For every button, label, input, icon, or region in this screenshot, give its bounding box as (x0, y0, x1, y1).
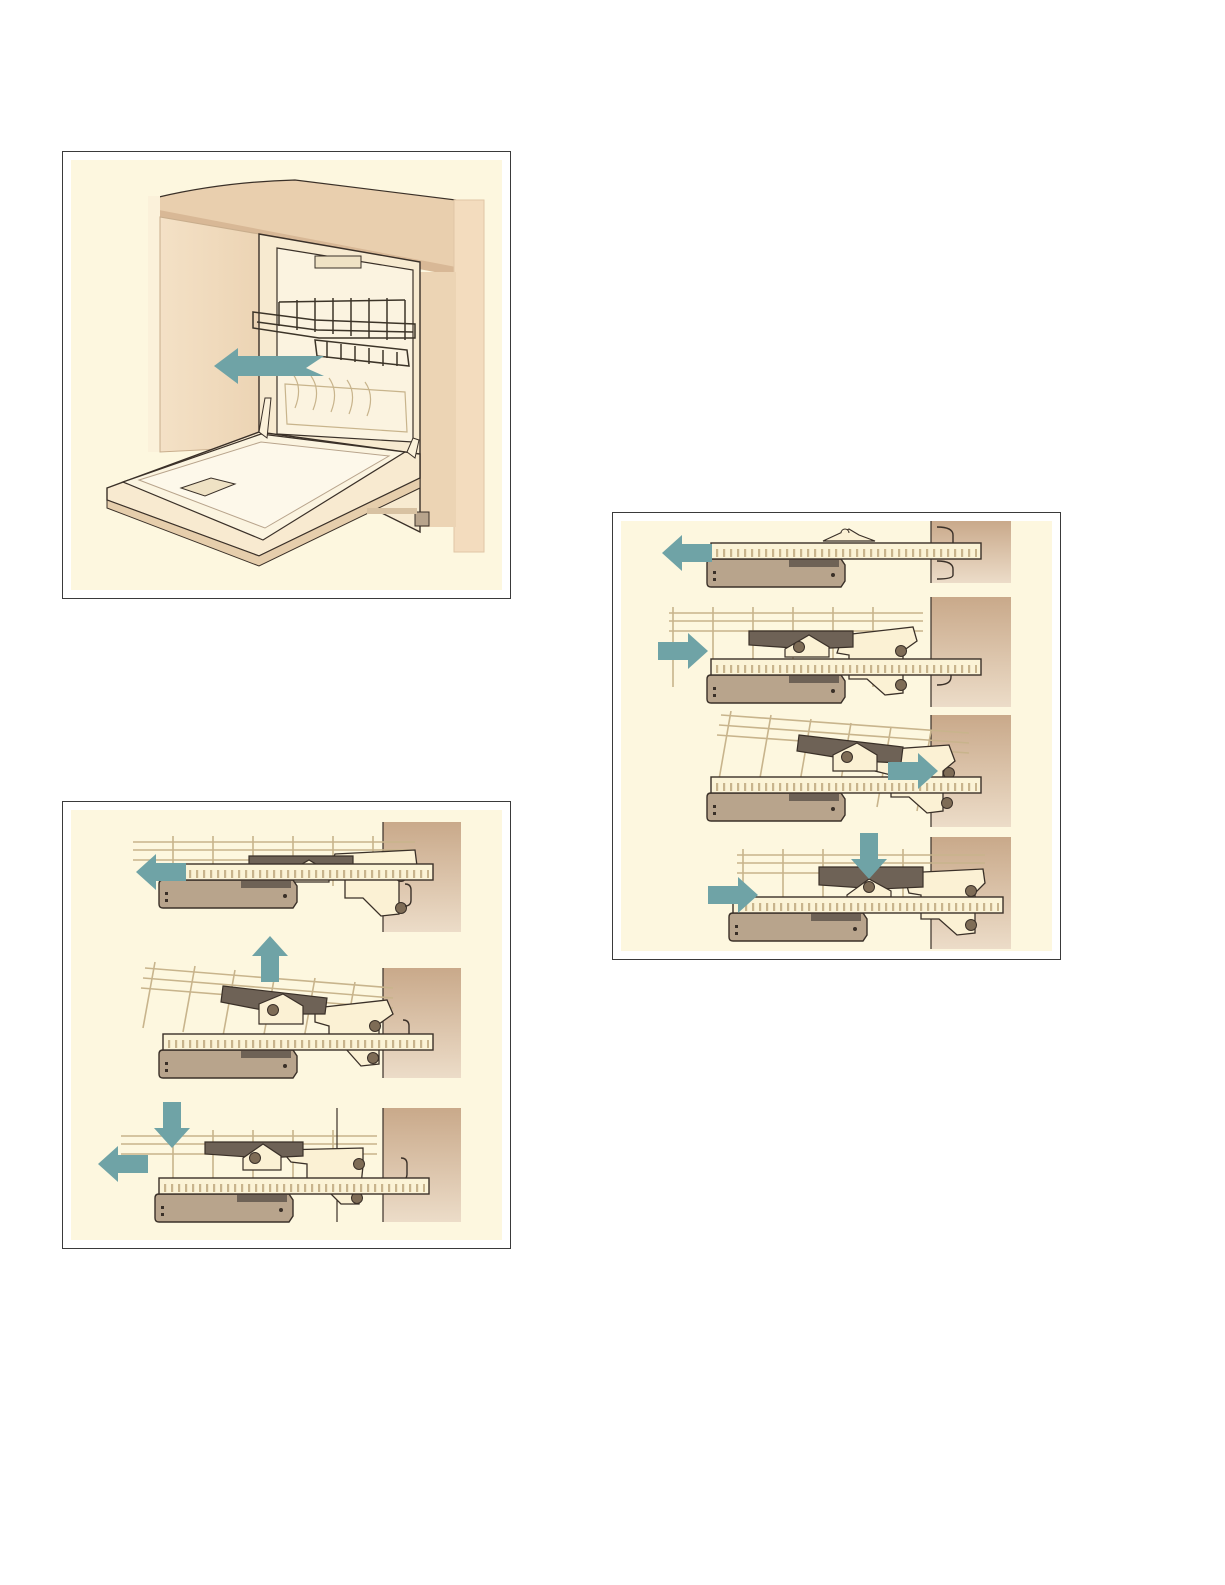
arrow-up-icon (252, 936, 288, 982)
install-step-3 (613, 711, 1062, 831)
arrow-down-icon (154, 1102, 190, 1148)
arrow-left-icon (136, 854, 186, 890)
arrow-left-icon (662, 535, 712, 571)
figure-remove-rack-steps (62, 801, 511, 1249)
arrow-right-icon (888, 753, 938, 789)
arrow-right-icon (658, 633, 708, 669)
install-step-4 (613, 833, 1062, 953)
arrow-left-icon (98, 1146, 148, 1182)
figure-dishwasher-remove-rack (62, 151, 511, 599)
arrow-right-icon (708, 877, 758, 913)
arrow-left-icon (214, 348, 324, 384)
figure-install-rack-steps (612, 512, 1061, 960)
arrow-down-icon (851, 833, 887, 879)
